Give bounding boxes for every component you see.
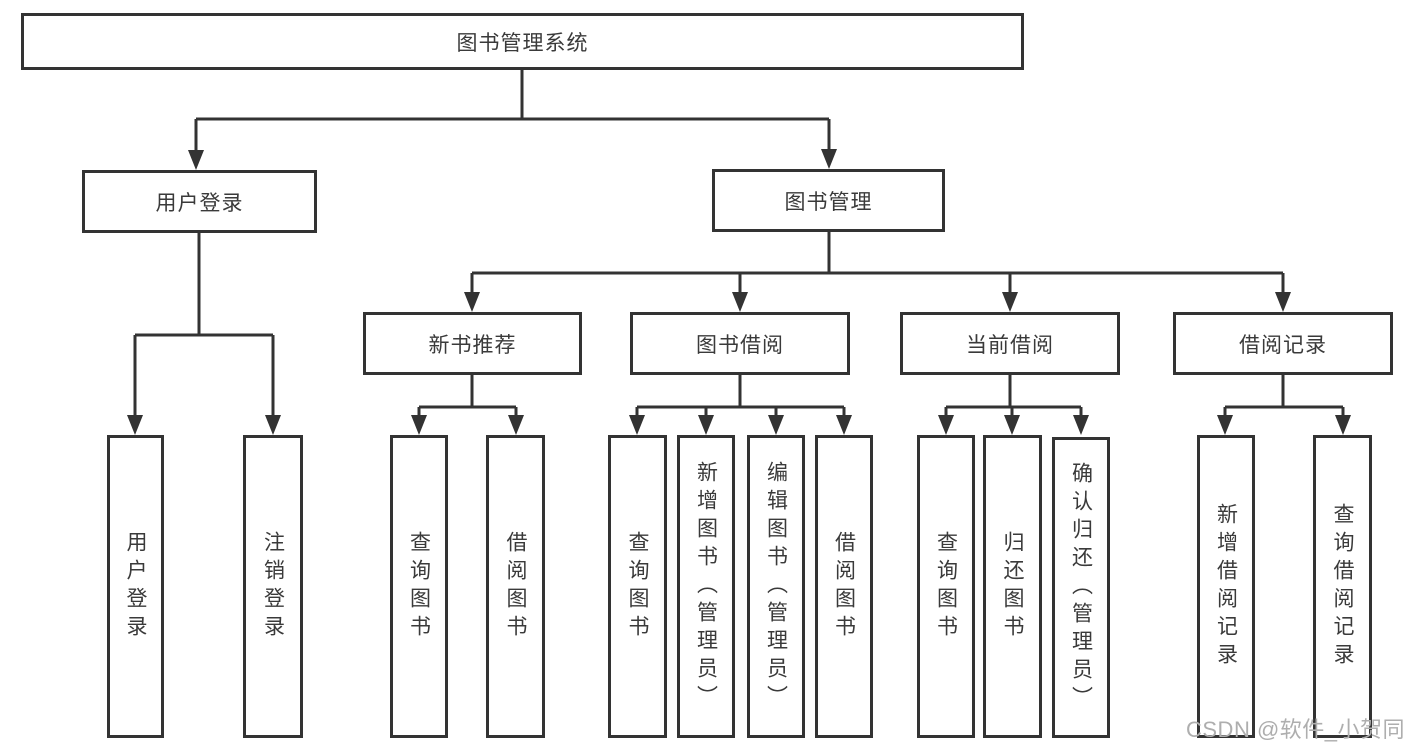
node-root-system: 图书管理系统	[21, 13, 1024, 70]
node-borrowing-records: 借阅记录	[1173, 312, 1393, 375]
leaf-cb-confirm-return-label: 确认归还（管理员）	[1069, 461, 1093, 714]
leaf-nb-query-books-label: 查询图书	[407, 530, 431, 643]
leaf-nb-borrow-books-label: 借阅图书	[504, 530, 527, 643]
node-book-borrowing-label: 图书借阅	[696, 333, 784, 357]
leaf-bb-borrow-books: 借阅图书	[815, 435, 873, 738]
leaf-br-query-record: 查询借阅记录	[1313, 435, 1372, 738]
node-current-borrowing-label: 当前借阅	[966, 333, 1054, 357]
node-user-login-group-label: 用户登录	[155, 191, 244, 215]
node-book-borrowing: 图书借阅	[630, 312, 850, 375]
leaf-bb-add-books: 新增图书（管理员）	[677, 435, 735, 738]
leaf-br-add-record: 新增借阅记录	[1197, 435, 1255, 738]
leaf-user-login-label: 用户登录	[124, 530, 147, 643]
arrowheads	[127, 149, 1351, 435]
node-new-book-recommend: 新书推荐	[363, 312, 582, 375]
node-new-book-recommend-label: 新书推荐	[428, 333, 517, 357]
leaf-cb-return-books-label: 归还图书	[1001, 530, 1024, 643]
node-book-management: 图书管理	[712, 169, 945, 232]
leaf-br-query-record-label: 查询借阅记录	[1331, 502, 1354, 671]
node-user-login-group: 用户登录	[82, 170, 317, 233]
leaf-cb-query-books: 查询图书	[917, 435, 975, 738]
leaf-logout-label: 注销登录	[261, 530, 285, 643]
leaf-bb-edit-books-label: 编辑图书（管理员）	[764, 460, 788, 713]
leaf-nb-borrow-books: 借阅图书	[486, 435, 545, 738]
leaf-bb-borrow-books-label: 借阅图书	[832, 530, 856, 643]
leaf-nb-query-books: 查询图书	[390, 435, 448, 738]
leaf-br-add-record-label: 新增借阅记录	[1214, 502, 1238, 671]
leaf-cb-confirm-return: 确认归还（管理员）	[1052, 437, 1110, 738]
leaf-bb-add-books-label: 新增图书（管理员）	[694, 460, 718, 713]
leaf-logout: 注销登录	[243, 435, 303, 738]
csdn-watermark: CSDN @软件_小贺同学	[1186, 717, 1405, 742]
node-book-management-label: 图书管理	[784, 190, 873, 214]
node-borrowing-records-label: 借阅记录	[1239, 333, 1327, 357]
node-root-system-label: 图书管理系统	[456, 31, 589, 55]
leaf-cb-query-books-label: 查询图书	[934, 530, 958, 643]
leaf-bb-edit-books: 编辑图书（管理员）	[747, 435, 805, 738]
leaf-bb-query-books: 查询图书	[608, 435, 667, 738]
node-current-borrowing: 当前借阅	[900, 312, 1120, 375]
leaf-user-login: 用户登录	[107, 435, 164, 738]
leaf-bb-query-books-label: 查询图书	[626, 530, 649, 643]
leaf-cb-return-books: 归还图书	[983, 435, 1042, 738]
